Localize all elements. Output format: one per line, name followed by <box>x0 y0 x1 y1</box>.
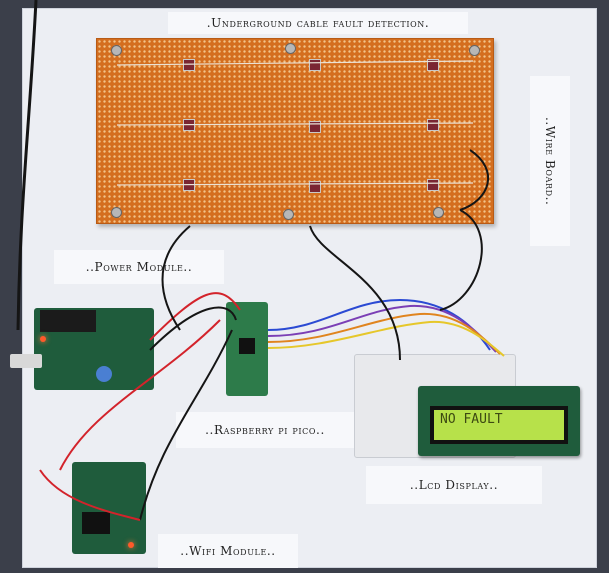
dc-jack-icon <box>10 354 42 368</box>
lcd-module: NO FAULT <box>418 386 580 456</box>
resistor-icon <box>309 59 321 71</box>
lcd-screen: NO FAULT <box>434 410 564 440</box>
screw-icon <box>285 43 296 54</box>
screw-icon <box>469 45 480 56</box>
raspberry-pi-pico <box>226 302 268 396</box>
screw-icon <box>111 45 122 56</box>
screw-icon <box>433 207 444 218</box>
wifi-module <box>72 462 146 554</box>
power-module <box>34 308 154 390</box>
screw-icon <box>283 209 294 220</box>
board-traces <box>116 60 474 186</box>
lcd-display-label: ..Lcd Display.. <box>366 466 542 504</box>
screw-icon <box>111 207 122 218</box>
rp2040-chip <box>239 338 255 354</box>
resistor-icon <box>427 119 439 131</box>
title-label: .Underground cable fault detection. <box>168 12 468 34</box>
power-module-label: ..Power Module.. <box>54 250 224 284</box>
esp-chip <box>82 512 110 534</box>
heatsink <box>40 310 96 332</box>
led-icon <box>40 336 46 342</box>
lcd-frame: NO FAULT <box>430 406 568 444</box>
wire-board-label: ..Wire Board.. <box>530 76 570 246</box>
resistor-icon <box>427 179 439 191</box>
resistor-icon <box>183 59 195 71</box>
wire-board-pcb <box>96 38 494 224</box>
led-icon <box>128 542 134 548</box>
wifi-module-label: ..Wifi Module.. <box>158 534 298 568</box>
raspberry-pi-label: ..Raspberry pi pico.. <box>176 412 354 448</box>
capacitor <box>96 366 112 382</box>
